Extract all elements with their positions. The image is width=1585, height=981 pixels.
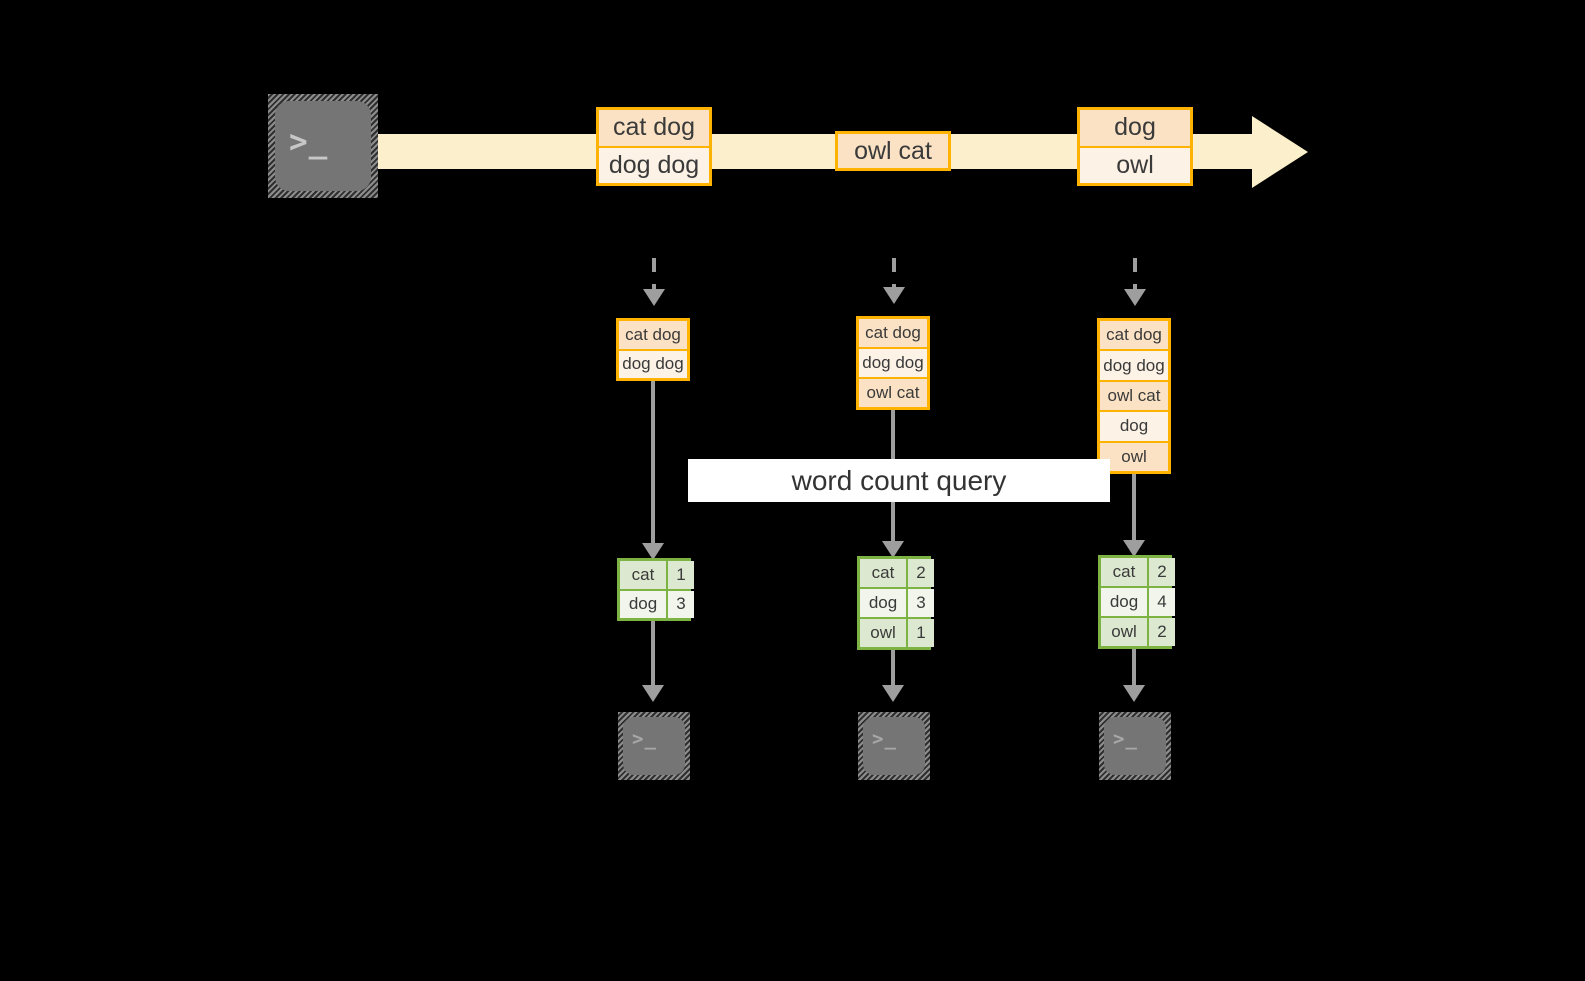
snapshot-2-tap-arrowhead bbox=[883, 287, 905, 304]
stream-message-2[interactable]: owl cat bbox=[835, 131, 951, 171]
terminal-screen: >_ bbox=[863, 717, 925, 775]
table-row: cat 2 bbox=[860, 559, 934, 589]
result-key: cat bbox=[860, 559, 908, 587]
snapshot-3-sink-line bbox=[1132, 649, 1136, 689]
accumulated-log-line: owl cat bbox=[1100, 381, 1168, 413]
result-count: 3 bbox=[668, 590, 694, 618]
accumulated-log-line: cat dog bbox=[1100, 321, 1168, 352]
snapshot-1-tap-line bbox=[652, 258, 656, 292]
accumulated-log-line: dog dog bbox=[1100, 351, 1168, 382]
snapshot-1-result-table[interactable]: cat 1 dog 3 bbox=[617, 558, 694, 621]
stream-message-1[interactable]: cat dog dog dog bbox=[596, 107, 712, 186]
accumulated-log-line: owl cat bbox=[859, 379, 927, 407]
stream-message-line: owl cat bbox=[838, 134, 948, 168]
result-key: cat bbox=[1101, 558, 1149, 586]
stream-message-line: dog bbox=[1080, 110, 1190, 148]
stream-message-3[interactable]: dog owl bbox=[1077, 107, 1193, 186]
terminal-prompt-glyph: >_ bbox=[632, 728, 657, 750]
table-row: owl 2 bbox=[1101, 618, 1175, 646]
result-key: cat bbox=[620, 561, 668, 589]
stream-arrowhead bbox=[1252, 116, 1308, 188]
result-key: owl bbox=[1101, 618, 1149, 646]
result-key: dog bbox=[860, 589, 908, 617]
table-row: cat 1 bbox=[620, 561, 694, 591]
snapshot-3-accumulated-log[interactable]: cat dog dog dog owl cat dog owl bbox=[1097, 318, 1171, 474]
snapshot-2-sink-arrowhead bbox=[882, 685, 904, 702]
result-count: 4 bbox=[1149, 588, 1175, 616]
result-key: owl bbox=[860, 619, 908, 647]
table-row: owl 1 bbox=[860, 619, 934, 647]
snapshot-3-tap-arrowhead bbox=[1124, 289, 1146, 306]
result-count: 1 bbox=[668, 561, 694, 589]
snapshot-1-sink-line bbox=[651, 621, 655, 689]
table-row: dog 4 bbox=[1101, 588, 1175, 618]
result-count: 3 bbox=[908, 589, 934, 617]
accumulated-log-line: dog dog bbox=[619, 350, 687, 378]
snapshot-3-result-table[interactable]: cat 2 dog 4 owl 2 bbox=[1098, 555, 1175, 649]
terminal-screen: >_ bbox=[275, 101, 371, 191]
result-key: dog bbox=[620, 590, 668, 618]
result-key: dog bbox=[1101, 588, 1149, 616]
snapshot-1-sink-terminal-icon[interactable]: >_ bbox=[618, 712, 690, 780]
terminal-screen: >_ bbox=[623, 717, 685, 775]
snapshot-1-accumulated-log[interactable]: cat dog dog dog bbox=[616, 318, 690, 381]
snapshot-1-query-line bbox=[651, 381, 655, 547]
snapshot-1-tap-arrowhead bbox=[643, 289, 665, 306]
source-terminal-icon[interactable]: >_ bbox=[268, 94, 378, 198]
terminal-prompt-glyph: >_ bbox=[289, 124, 329, 160]
accumulated-log-line: dog dog bbox=[859, 349, 927, 379]
snapshot-2-query-arrowhead bbox=[882, 541, 904, 558]
accumulated-log-line: owl bbox=[1100, 442, 1168, 472]
snapshot-3-sink-arrowhead bbox=[1123, 685, 1145, 702]
table-row: cat 2 bbox=[1101, 558, 1175, 588]
stream-message-line: cat dog bbox=[599, 110, 709, 148]
accumulated-log-line: cat dog bbox=[619, 321, 687, 351]
snapshot-3-query-line bbox=[1132, 474, 1136, 544]
accumulated-log-line: cat dog bbox=[859, 319, 927, 349]
result-count: 2 bbox=[908, 559, 934, 587]
result-count: 1 bbox=[908, 619, 934, 647]
terminal-screen: >_ bbox=[1104, 717, 1166, 775]
terminal-prompt-glyph: >_ bbox=[872, 728, 897, 750]
snapshot-3-sink-terminal-icon[interactable]: >_ bbox=[1099, 712, 1171, 780]
result-count: 2 bbox=[1149, 618, 1175, 646]
stream-message-line: dog dog bbox=[599, 147, 709, 183]
snapshot-3-tap-line bbox=[1133, 258, 1137, 292]
stream-message-line: owl bbox=[1080, 147, 1190, 183]
snapshot-2-result-table[interactable]: cat 2 dog 3 owl 1 bbox=[857, 556, 934, 650]
snapshot-2-sink-line bbox=[891, 650, 895, 689]
snapshot-2-accumulated-log[interactable]: cat dog dog dog owl cat bbox=[856, 316, 930, 410]
accumulated-log-line: dog bbox=[1100, 412, 1168, 443]
snapshot-1-query-arrowhead bbox=[642, 543, 664, 560]
table-row: dog 3 bbox=[860, 589, 934, 619]
snapshot-3-query-arrowhead bbox=[1123, 540, 1145, 557]
snapshot-1-sink-arrowhead bbox=[642, 685, 664, 702]
snapshot-2-tap-line bbox=[892, 258, 896, 290]
query-banner: word count query bbox=[688, 459, 1110, 502]
result-count: 2 bbox=[1149, 558, 1175, 586]
snapshot-2-sink-terminal-icon[interactable]: >_ bbox=[858, 712, 930, 780]
query-banner-label: word count query bbox=[791, 464, 1007, 496]
terminal-prompt-glyph: >_ bbox=[1113, 728, 1138, 750]
table-row: dog 3 bbox=[620, 590, 694, 618]
